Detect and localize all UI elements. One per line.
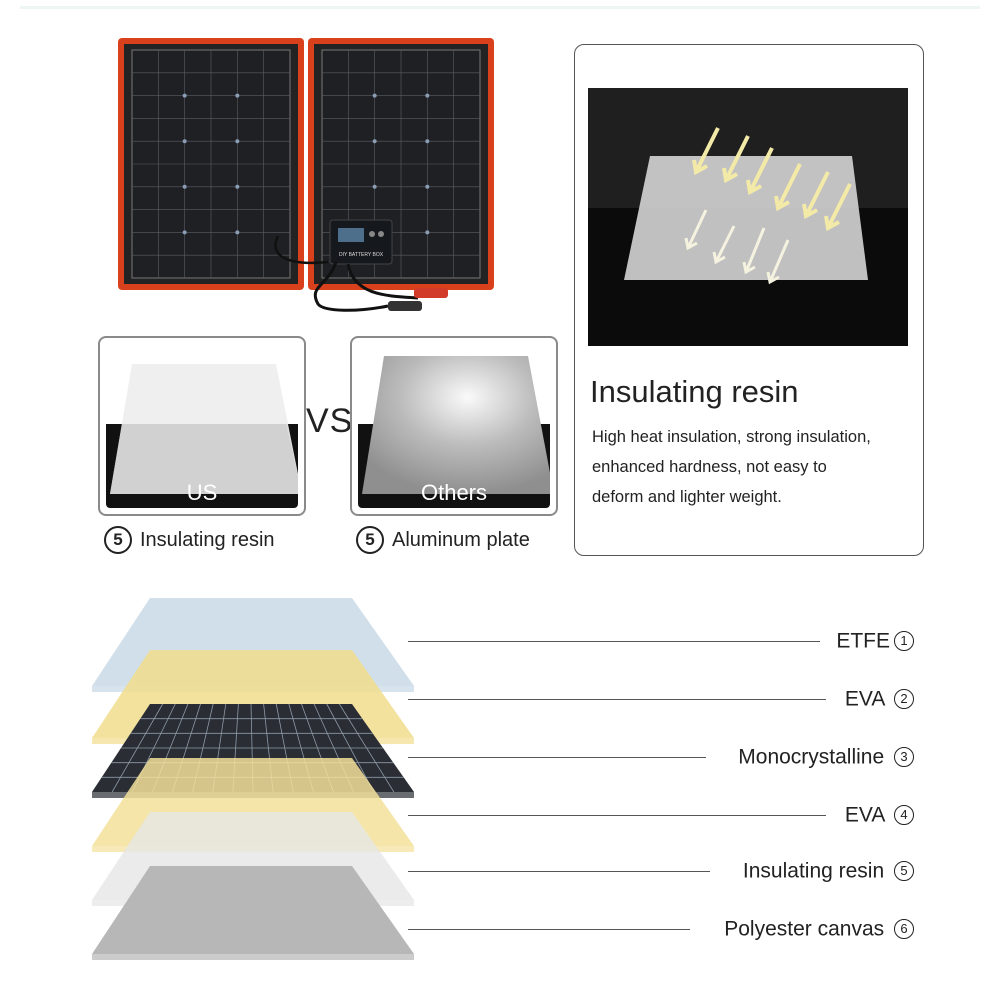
panel-description: High heat insulation, strong insulation,…	[592, 422, 912, 512]
transmitted-arrow	[768, 239, 790, 283]
layer-stack-diagram	[92, 598, 414, 960]
layer-label-monocrystalline: Monocrystalline 3	[738, 745, 914, 769]
layer-label-polyester-canvas: Polyester canvas 6	[724, 917, 914, 941]
heat-arrows	[684, 127, 852, 285]
heat-arrow	[724, 135, 750, 181]
caption-number-badge: 5	[356, 526, 384, 554]
canvas-leader-line	[408, 929, 690, 930]
top-divider	[20, 6, 980, 9]
transmitted-arrow	[714, 225, 736, 263]
transmitted-arrow	[686, 209, 708, 249]
caption-number-badge: 5	[104, 526, 132, 554]
eva-2-leader-line	[408, 699, 826, 700]
etfe-leader-line	[408, 641, 820, 642]
others-caption-text: Aluminum plate	[392, 528, 530, 551]
heat-arrow	[748, 147, 774, 193]
description-line: High heat insulation, strong insulation,	[592, 428, 871, 446]
description-line: enhanced hardness, not easy to	[592, 458, 827, 476]
layer-sheet	[92, 866, 414, 954]
others-caption: 5 Aluminum plate	[356, 526, 530, 554]
red-clamp	[414, 288, 448, 298]
vs-text: VS	[306, 402, 354, 440]
left-cell-grid	[132, 50, 290, 278]
folding-solar-panel-image: DIY BATTERY BOX	[118, 38, 494, 312]
transmitted-arrow	[744, 227, 766, 273]
heat-arrow	[826, 183, 852, 229]
right-cell-grid	[322, 50, 480, 278]
comparison-us-box: US	[98, 336, 306, 516]
layer-label-eva-4: EVA 4	[845, 803, 914, 827]
us-caption: 5 Insulating resin	[104, 526, 275, 554]
resin-leader-line	[408, 871, 710, 872]
us-caption-text: Insulating resin	[140, 528, 275, 551]
others-label: Others	[420, 480, 488, 505]
comparison-others-box: Others	[350, 336, 558, 516]
panel-title: Insulating resin	[590, 374, 799, 409]
layer-label-eva-2: EVA 2	[845, 687, 914, 711]
heat-arrow	[804, 171, 830, 217]
black-clamp	[388, 301, 422, 311]
mono-leader-line	[408, 757, 706, 758]
us-label: US	[186, 480, 218, 505]
controller-label: DIY BATTERY BOX	[339, 252, 384, 258]
heat-arrow	[776, 163, 802, 209]
heat-insulation-illustration	[588, 88, 908, 346]
description-line: deform and lighter weight.	[592, 488, 782, 506]
layer-label-insulating-resin: Insulating resin 5	[743, 859, 914, 883]
heat-arrow	[694, 127, 720, 173]
eva-4-leader-line	[408, 815, 826, 816]
